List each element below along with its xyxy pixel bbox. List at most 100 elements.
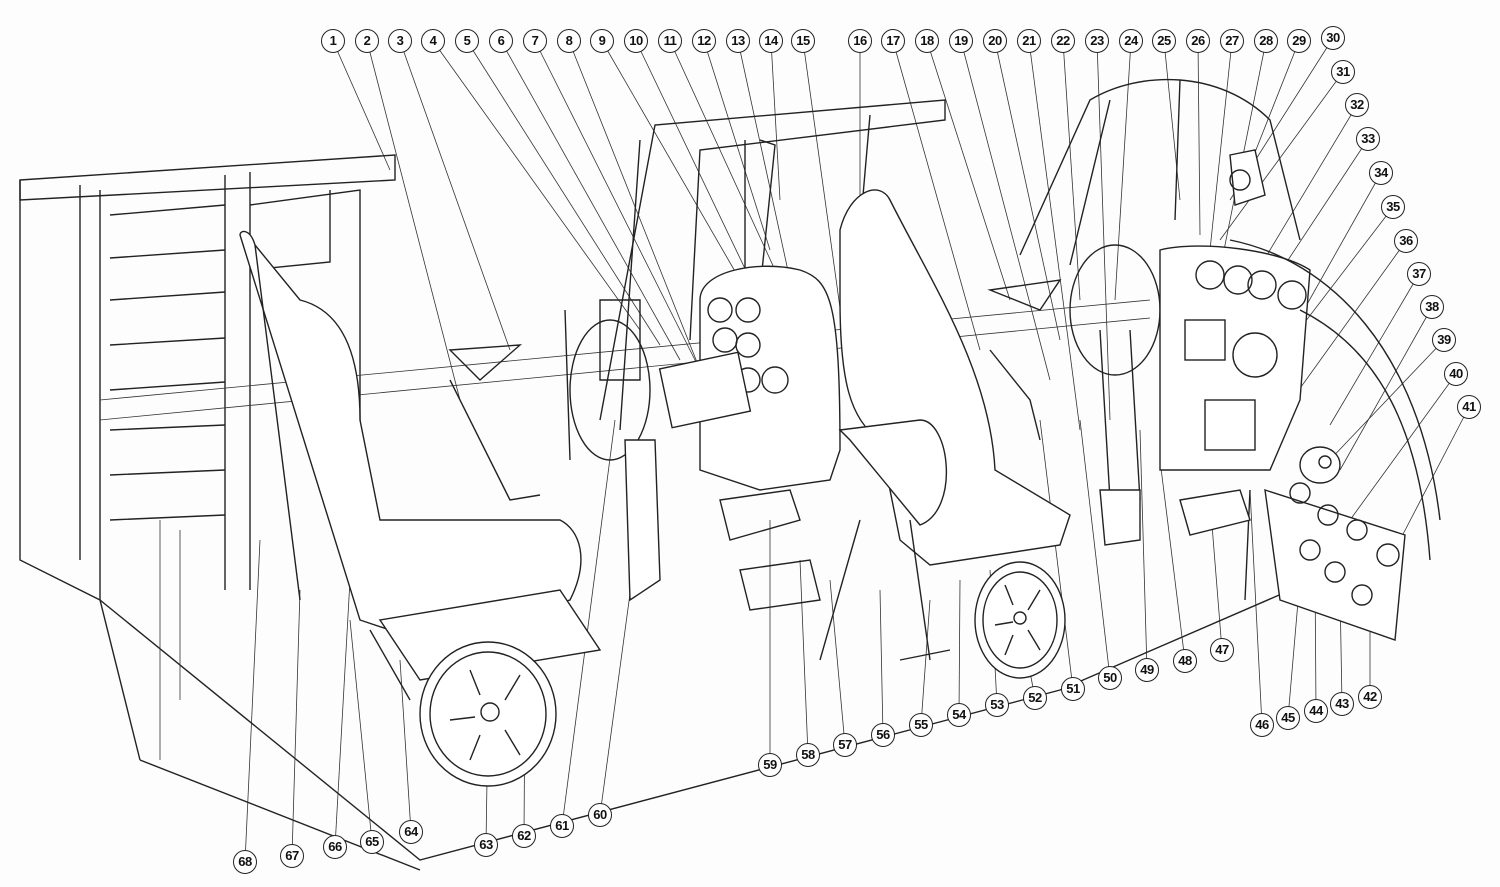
- front-trim-wheel: [974, 561, 1066, 679]
- callout-51: 51: [1061, 677, 1085, 701]
- callout-38: 38: [1420, 295, 1444, 319]
- leader-line-18: [926, 40, 1011, 301]
- callout-60: 60: [588, 803, 612, 827]
- leader-line-13: [737, 40, 791, 281]
- callout-41: 41: [1457, 395, 1481, 419]
- leader-line-65: [349, 619, 373, 843]
- callout-57: 57: [833, 733, 857, 757]
- callout-15: 15: [791, 29, 815, 53]
- leader-line-23: [1096, 40, 1111, 421]
- callout-63: 63: [474, 833, 498, 857]
- callout-21: 21: [1017, 29, 1041, 53]
- leader-line-58: [799, 559, 809, 756]
- callout-40: 40: [1444, 362, 1468, 386]
- leader-line-6: [500, 40, 681, 361]
- leader-line-67: [291, 589, 301, 857]
- callout-28: 28: [1254, 29, 1278, 53]
- callout-30: 30: [1321, 26, 1345, 50]
- callout-12: 12: [692, 29, 716, 53]
- leader-line-54: [958, 579, 961, 716]
- callout-18: 18: [915, 29, 939, 53]
- leader-line-24: [1114, 40, 1132, 301]
- leader-line-17: [892, 40, 981, 351]
- callout-58: 58: [796, 743, 820, 767]
- callout-32: 32: [1345, 93, 1369, 117]
- callout-67: 67: [280, 844, 304, 868]
- callout-16: 16: [848, 29, 872, 53]
- callout-24: 24: [1119, 29, 1143, 53]
- callout-8: 8: [557, 29, 581, 53]
- callout-64: 64: [399, 820, 423, 844]
- leader-line-51: [1039, 419, 1074, 690]
- callout-37: 37: [1407, 262, 1431, 286]
- leader-line-19: [960, 40, 1051, 381]
- leader-line-38: [1339, 306, 1433, 471]
- leader-line-20: [994, 40, 1061, 341]
- leader-line-7: [534, 40, 701, 371]
- leader-line-1: [332, 40, 391, 171]
- leader-line-2: [366, 40, 461, 401]
- callout-55: 55: [909, 713, 933, 737]
- leader-line-39: [1324, 339, 1445, 466]
- rear-instrument-panel: [658, 265, 841, 611]
- callout-53: 53: [985, 693, 1009, 717]
- fuselage-frame: [19, 154, 1361, 871]
- leader-line-4: [432, 40, 641, 331]
- callout-25: 25: [1152, 29, 1176, 53]
- leader-line-61: [561, 419, 616, 827]
- callout-62: 62: [512, 824, 536, 848]
- leader-line-22: [1062, 40, 1081, 301]
- callout-52: 52: [1023, 686, 1047, 710]
- callout-61: 61: [550, 814, 574, 838]
- callout-11: 11: [658, 29, 682, 53]
- leader-line-21: [1028, 40, 1081, 431]
- callout-14: 14: [759, 29, 783, 53]
- leader-line-31: [1219, 71, 1344, 241]
- front-controls: [987, 244, 1161, 546]
- leader-line-14: [770, 40, 781, 201]
- leader-line-37: [1329, 273, 1420, 426]
- callout-13: 13: [726, 29, 750, 53]
- callout-2: 2: [355, 29, 379, 53]
- callout-33: 33: [1356, 127, 1380, 151]
- leader-line-66: [334, 579, 351, 848]
- rear-controls: [448, 299, 661, 602]
- callout-50: 50: [1098, 666, 1122, 690]
- callout-42: 42: [1358, 685, 1382, 709]
- callout-59: 59: [758, 753, 782, 777]
- callout-68: 68: [233, 850, 257, 874]
- front-instrument-panel: [1159, 245, 1311, 471]
- callout-7: 7: [523, 29, 547, 53]
- callout-56: 56: [871, 723, 895, 747]
- leader-line-55: [920, 599, 931, 726]
- callout-1: 1: [321, 29, 345, 53]
- leader-line-64: [399, 659, 412, 833]
- callout-29: 29: [1287, 29, 1311, 53]
- callout-19: 19: [949, 29, 973, 53]
- callout-5: 5: [455, 29, 479, 53]
- front-seat: [819, 189, 1071, 661]
- callout-39: 39: [1432, 328, 1456, 352]
- callout-9: 9: [590, 29, 614, 53]
- leader-line-49: [1139, 429, 1148, 671]
- rear-seat: [239, 230, 602, 701]
- leader-line-8: [568, 40, 721, 421]
- callout-35: 35: [1381, 195, 1405, 219]
- callout-3: 3: [388, 29, 412, 53]
- callout-22: 22: [1051, 29, 1075, 53]
- leader-line-9: [601, 40, 741, 281]
- leader-line-57: [829, 579, 846, 746]
- leader-line-5: [466, 40, 661, 346]
- leader-line-41: [1399, 406, 1470, 541]
- side-console: [1179, 239, 1441, 641]
- leader-line-48: [1159, 459, 1186, 662]
- leader-lines: [244, 37, 1470, 863]
- callout-47: 47: [1210, 638, 1234, 662]
- callout-6: 6: [489, 29, 513, 53]
- callout-66: 66: [323, 835, 347, 859]
- callout-45: 45: [1276, 706, 1300, 730]
- leader-line-46: [1249, 489, 1263, 726]
- callout-4: 4: [421, 29, 445, 53]
